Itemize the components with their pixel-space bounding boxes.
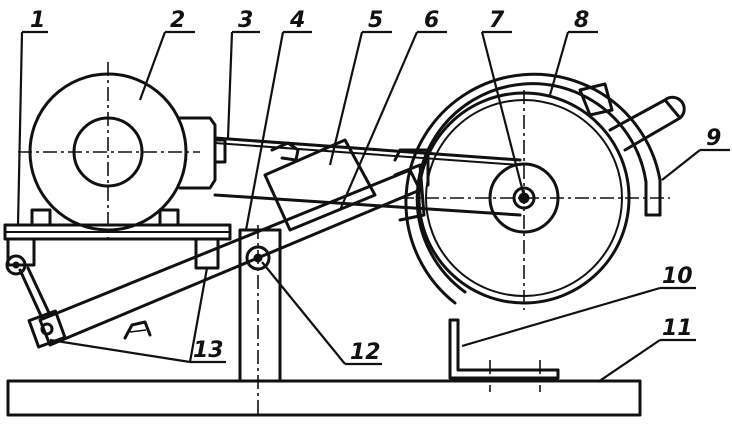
callout-3: 3 [238,8,253,33]
tool-rest [448,318,560,392]
lever-foot [123,320,152,340]
callout-8: 8 [574,8,589,33]
callout-11: 11 [662,316,693,341]
support-post [238,225,282,418]
callout-5: 5 [368,8,383,33]
base-plate [6,379,642,417]
lever-arm [38,148,430,347]
callout-6: 6 [424,8,439,33]
tension-link [5,254,67,349]
callout-4: 4 [289,8,305,33]
callout-7: 7 [489,8,505,33]
wheel-guard [393,72,686,305]
callout-13: 13 [193,338,224,363]
callout-labels: 1 2 3 4 5 6 7 8 9 10 11 12 13 [30,8,721,365]
callout-2: 2 [170,8,185,33]
callout-leaders [16,30,730,383]
callout-9: 9 [706,126,721,151]
grinding-wheel [400,90,670,310]
callout-12: 12 [350,340,381,365]
motor-platform [3,208,232,270]
callout-1: 1 [30,8,45,33]
pivot-bolt [245,245,271,271]
electric-motor [18,62,227,240]
belt-guard [263,138,377,232]
callout-10: 10 [662,264,693,289]
